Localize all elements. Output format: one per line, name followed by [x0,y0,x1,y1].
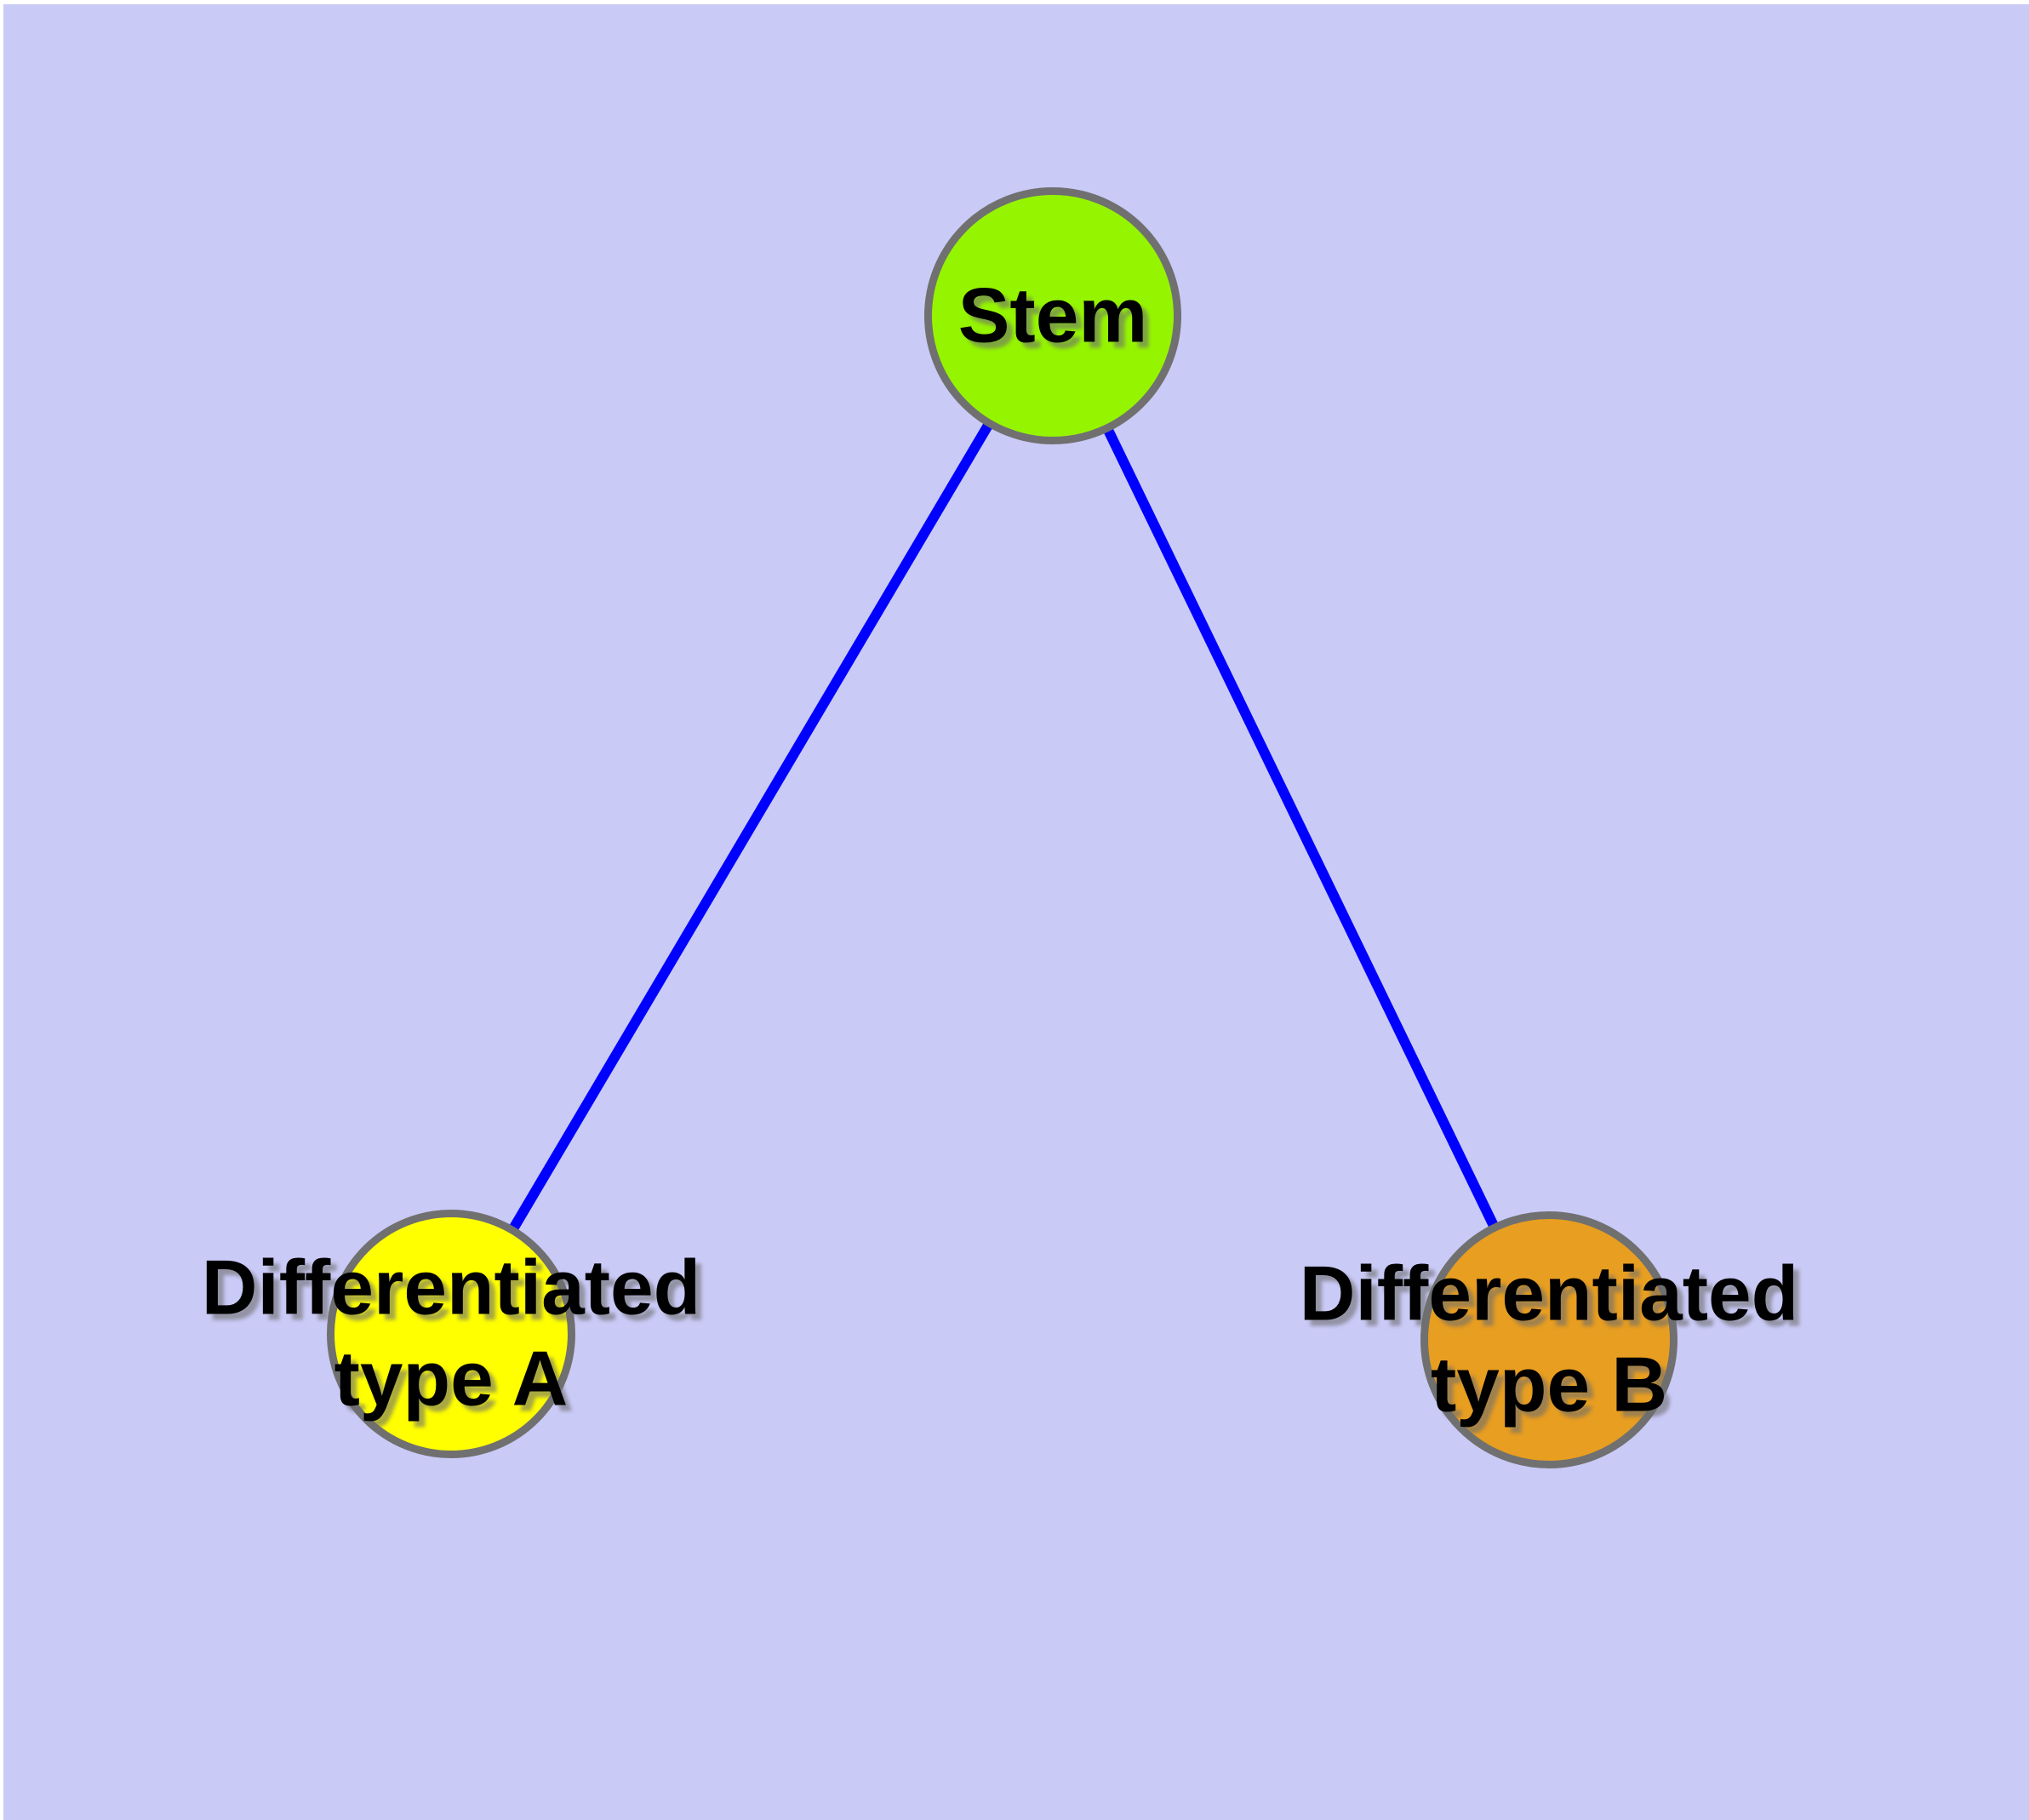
edge-stem-type-a [446,312,1058,1337]
node-type-a-circle [327,1210,575,1458]
edge-stem-type-b [1048,313,1554,1342]
node-stem-label: Stem [957,272,1148,359]
node-type-a-label: Differentiated type A [201,1245,701,1422]
node-type-b-label: Differentiated type B [1299,1251,1799,1428]
node-type-b-circle [1420,1211,1677,1468]
page-margin-top [0,0,2029,4]
page-margin-left [0,0,3,1820]
node-stem-circle [924,187,1181,444]
